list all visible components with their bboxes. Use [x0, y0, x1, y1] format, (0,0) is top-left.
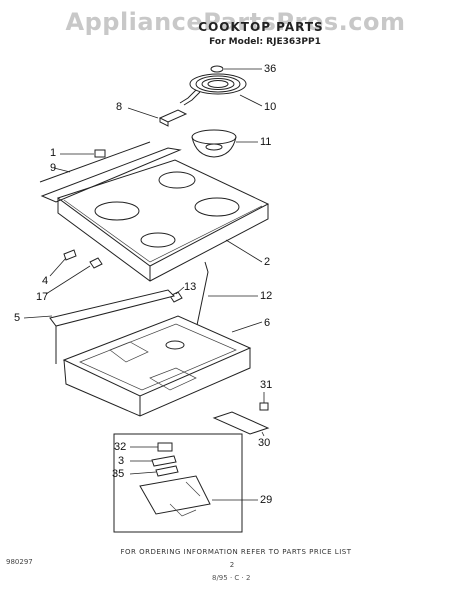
callout-35: 35: [112, 468, 125, 480]
callout-31: 31: [260, 379, 273, 391]
part-35-bracket: [155, 465, 179, 477]
part-5-front-trim: [49, 289, 175, 364]
page-number: 2: [229, 561, 235, 569]
callout-11: 11: [260, 136, 272, 148]
part-6-burner-box: [62, 315, 252, 417]
callout-13: 13: [184, 281, 197, 293]
part-30-strap: [212, 411, 270, 435]
callout-6: 6: [264, 317, 271, 329]
callout-3: 3: [118, 455, 125, 467]
part-32-switch: [157, 442, 173, 452]
callout-29: 29: [260, 494, 273, 506]
bottom-mark: 8/95 · C · 2: [212, 574, 251, 582]
part-17-spacer: [89, 257, 103, 269]
part-9-hinge-rod: [39, 141, 151, 183]
callout-4: 4: [42, 275, 49, 287]
part-10-surface-element: [179, 73, 247, 106]
callout-12: 12: [260, 290, 273, 302]
part-2-cooktop: [40, 147, 270, 282]
part-11-drip-bowl: [191, 129, 237, 158]
part-36-cap: [210, 65, 224, 73]
callout-10: 10: [264, 101, 277, 113]
part-31-clip: [259, 402, 269, 411]
part-3-insulator: [151, 455, 177, 467]
inset-box: [113, 433, 243, 533]
part-1-bracket: [94, 149, 106, 158]
model-subtitle: For Model: RJE363PP1: [209, 37, 321, 47]
part-4-clip: [63, 249, 77, 261]
document-code: 980297: [6, 558, 33, 566]
callout-1: 1: [50, 147, 57, 159]
callout-8: 8: [116, 101, 123, 113]
leader-lines: [23, 68, 265, 501]
ordering-note: FOR ORDERING INFORMATION REFER TO PARTS …: [120, 548, 352, 556]
callout-30: 30: [258, 437, 271, 449]
part-12-support-rod: [195, 261, 209, 331]
callout-32: 32: [114, 441, 127, 453]
page-title: COOKTOP PARTS: [198, 20, 324, 34]
watermark: AppliancePartsPros.com: [65, 8, 406, 36]
callout-5: 5: [14, 312, 21, 324]
part-8-terminal-block: [158, 109, 188, 127]
callout-17: 17: [36, 291, 49, 303]
callout-9: 9: [50, 162, 57, 174]
callout-2: 2: [264, 256, 271, 268]
callout-36: 36: [264, 63, 277, 75]
